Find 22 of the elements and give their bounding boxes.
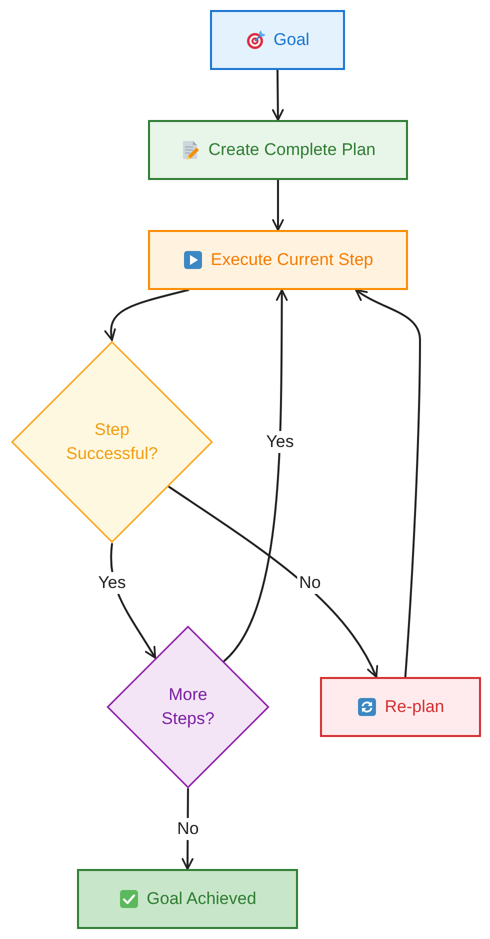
arrow (272, 69, 284, 121)
node-label: Create Complete Plan (208, 139, 376, 161)
arrow (168, 486, 378, 678)
decision-diamond (10, 340, 214, 544)
arrow (104, 289, 190, 341)
process-box (210, 10, 345, 70)
process-box (320, 677, 481, 737)
edge-label: Yes (96, 572, 128, 594)
arrow (223, 289, 288, 662)
process-box (148, 230, 408, 290)
node-label: Execute Current Step (210, 249, 374, 271)
edge-label: Yes (264, 431, 296, 453)
process-box (148, 120, 408, 180)
decision-diamond (106, 625, 270, 789)
process-box (77, 869, 298, 929)
node-label: Goal (274, 29, 310, 51)
node-label: More Steps? (160, 684, 216, 730)
node-label: Goal Achieved (146, 888, 256, 910)
arrow (355, 289, 421, 678)
node-label: Step Successful? (65, 419, 159, 465)
arrow (272, 179, 284, 231)
node-label: Re-plan (384, 696, 444, 718)
